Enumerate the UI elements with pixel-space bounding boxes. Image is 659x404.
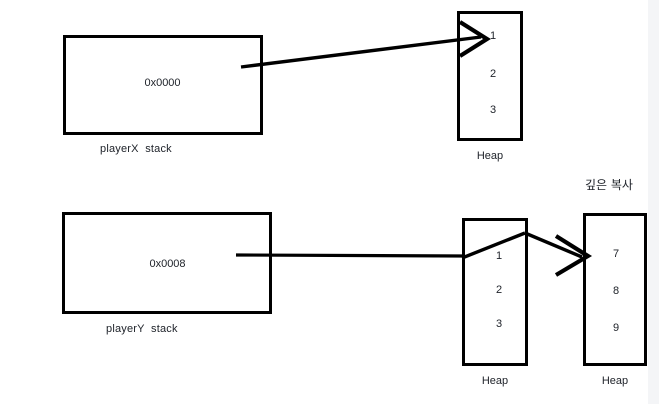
heap-top-cell-3: 3 [489,104,497,116]
pointer-line-playery [235,253,465,258]
stack-box-playery [62,212,272,314]
deep-copy-arrow [461,231,593,277]
heap-caption-source: Heap [481,375,509,387]
stack-value-playery: 0x0008 [149,258,186,270]
heap-copy-cell-1: 7 [612,248,620,260]
heap-box-top [457,11,523,141]
heap-top-cell-2: 2 [489,68,497,80]
heap-box-copy [583,213,647,366]
heap-caption-copy: Heap [601,375,629,387]
stack-box-playerx [63,35,263,135]
deep-copy-annotation: 깊은 복사 [585,178,633,192]
right-edge-strip [648,0,659,404]
stack-caption-playerx: playerX stack [100,143,172,155]
heap-source-cell-3: 3 [495,318,503,330]
heap-source-cell-1: 1 [495,250,503,262]
heap-copy-cell-3: 9 [612,322,620,334]
stack-value-playerx: 0x0000 [144,77,181,89]
heap-caption-top: Heap [476,150,504,162]
heap-source-cell-2: 2 [495,284,503,296]
heap-copy-cell-2: 8 [612,285,620,297]
pointer-arrow-playerx [240,20,491,69]
heap-top-cell-1: 1 [489,30,497,42]
stack-caption-playery: playerY stack [106,323,178,335]
